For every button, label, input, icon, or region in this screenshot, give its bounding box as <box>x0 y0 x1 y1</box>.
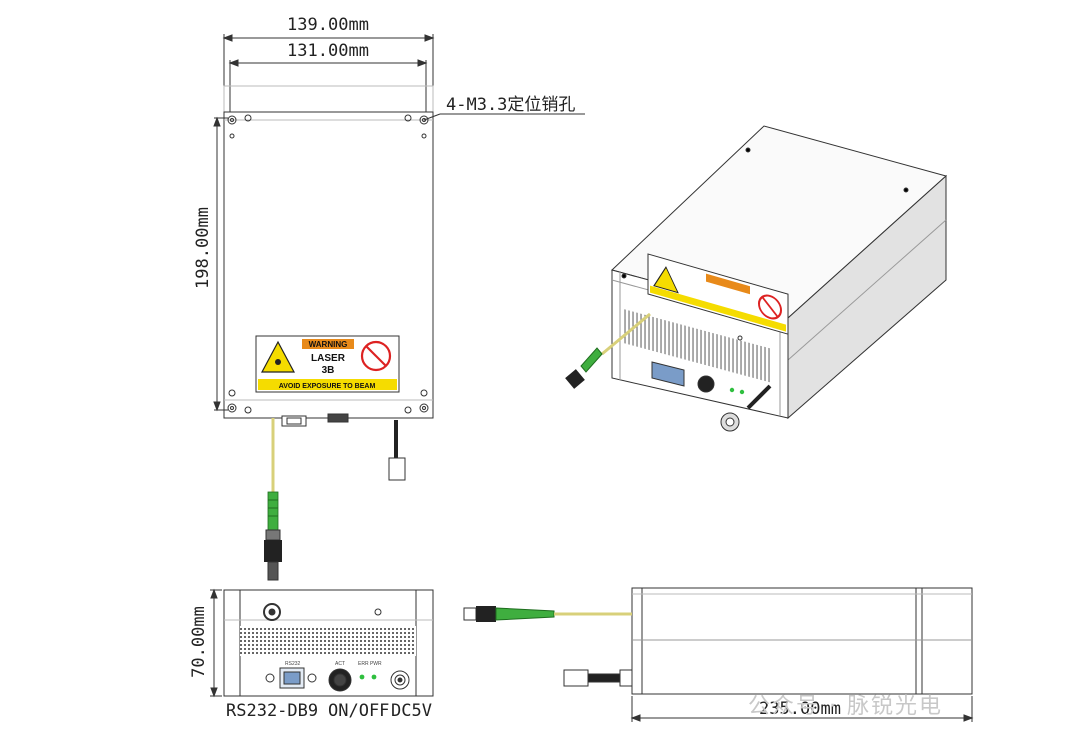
iso-cables <box>565 312 772 432</box>
port-label-serial: RS232-DB9 <box>226 701 318 721</box>
err-pwr-label: ERR PWR <box>358 661 382 667</box>
dim-total-width: 139.00mm <box>287 15 369 35</box>
front-view <box>210 588 434 698</box>
warning-heading: WARNING <box>309 340 348 349</box>
front-panel-small-labels: RS232 ACT ERR PWR <box>285 661 382 667</box>
dim-length: 235.00mm <box>759 699 841 719</box>
side-fiber <box>463 606 632 622</box>
warning-label-top: WARNING LASER 3B AVOID EXPOSURE TO BEAM <box>255 335 400 393</box>
warning-class-line1: LASER <box>311 353 346 364</box>
warning-label-iso <box>647 253 789 335</box>
dim-thickness: 70.00mm <box>189 606 209 678</box>
dim-height: 198.00mm <box>193 207 213 289</box>
top-view-cables <box>264 418 406 581</box>
port-label-switch: ON/OFF <box>328 701 389 721</box>
mount-holes-callout: 4-M3.3定位销孔 <box>446 95 575 115</box>
act-label: ACT <box>335 661 345 667</box>
watermark: 公众号 · 脉锐光电 <box>748 694 943 719</box>
side-view <box>563 587 974 722</box>
port-label-power: DC5V <box>391 701 432 721</box>
warning-class-line2: 3B <box>322 365 335 376</box>
rs232-small-label: RS232 <box>285 661 301 667</box>
warning-footer: AVOID EXPOSURE TO BEAM <box>279 383 376 390</box>
dim-inner-width: 131.00mm <box>287 41 369 61</box>
